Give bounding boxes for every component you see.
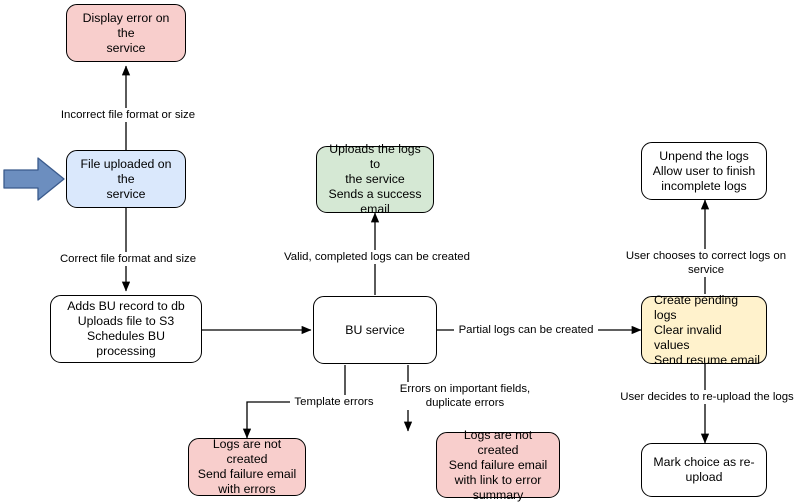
node-logs-not-created-fields[interactable]: Logs are not created Send failure email … — [436, 428, 560, 502]
edge-label-partial-logs: Partial logs can be created — [454, 323, 598, 337]
node-logs-not-created-template[interactable]: Logs are not created Send failure email … — [188, 437, 306, 496]
node-uploads-logs[interactable]: Uploads the logs to the service Sends a … — [316, 142, 434, 216]
edge-label-user-reuploads: User decides to re-upload the logs — [615, 390, 799, 404]
node-create-pending-logs[interactable]: Create pending logs Clear invalid values… — [641, 293, 767, 367]
node-file-uploaded[interactable]: File uploaded on the service — [66, 150, 186, 208]
node-unpend-logs[interactable]: Unpend the logs Allow user to finish inc… — [641, 142, 767, 200]
edge-label-template-errors: Template errors — [290, 395, 378, 409]
node-bu-service[interactable]: BU service — [313, 296, 437, 364]
edge-label-user-corrects: User chooses to correct logs on service — [606, 249, 801, 277]
edge-label-important-fields: Errors on important fields, duplicate er… — [392, 382, 538, 410]
edge-label-valid-logs: Valid, completed logs can be created — [281, 250, 473, 264]
node-display-error[interactable]: Display error on the service — [66, 4, 186, 62]
edge-label-correct-format: Correct file format and size — [56, 252, 200, 266]
edge-label-incorrect-format: Incorrect file format or size — [56, 108, 200, 122]
node-mark-choice[interactable]: Mark choice as re- upload — [641, 443, 767, 497]
node-adds-bu-record[interactable]: Adds BU record to db Uploads file to S3 … — [50, 295, 202, 363]
entry-block-arrow-icon — [3, 157, 65, 201]
